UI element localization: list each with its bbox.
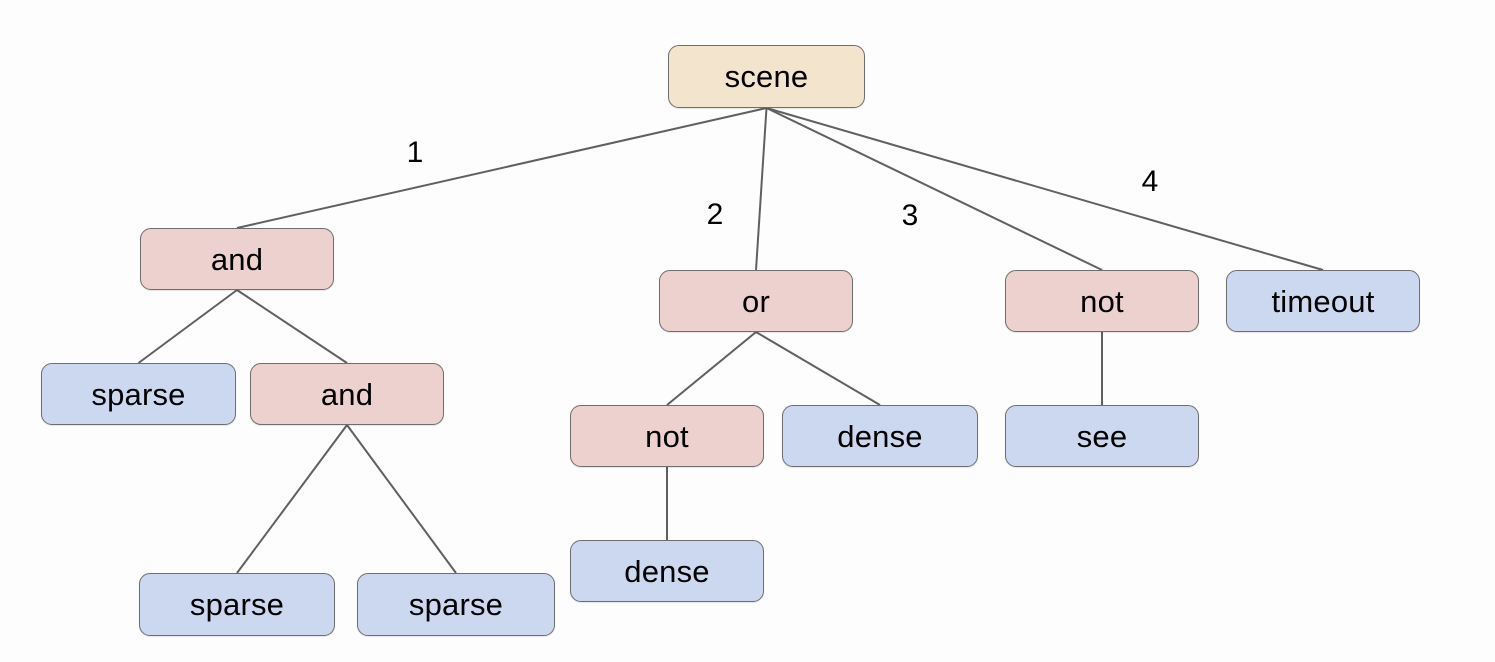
- tree-edge: [666, 331, 757, 406]
- tree-node-label: timeout: [1271, 283, 1375, 319]
- tree-node-and1[interactable]: and: [140, 228, 334, 290]
- tree-node-timeout1[interactable]: timeout: [1226, 270, 1420, 332]
- tree-edge: [236, 107, 767, 229]
- tree-node-label: and: [320, 376, 374, 412]
- tree-edge: [236, 289, 348, 364]
- edge-label: 2: [706, 198, 724, 231]
- tree-node-label: or: [742, 283, 770, 319]
- tree-node-label: not: [1080, 283, 1124, 319]
- tree-node-not2[interactable]: not: [570, 405, 764, 467]
- edge-label: 1: [406, 136, 424, 169]
- tree-edge: [236, 424, 348, 574]
- tree-node-and2[interactable]: and: [250, 363, 444, 425]
- tree-node-label: and: [210, 241, 264, 277]
- tree-edge: [766, 107, 1324, 271]
- tree-edge: [755, 107, 768, 271]
- tree-node-dense2[interactable]: dense: [570, 540, 764, 602]
- tree-node-sparse3[interactable]: sparse: [357, 573, 555, 636]
- tree-node-label: scene: [724, 59, 809, 94]
- tree-edge: [766, 107, 1103, 271]
- tree-node-scene[interactable]: scene: [668, 45, 865, 108]
- tree-node-dense1[interactable]: dense: [782, 405, 978, 467]
- tree-node-label: not: [645, 418, 689, 454]
- tree-node-not1[interactable]: not: [1005, 270, 1199, 332]
- tree-edge: [755, 331, 881, 406]
- tree-node-or1[interactable]: or: [659, 270, 853, 332]
- tree-node-label: dense: [624, 553, 710, 589]
- tree-edge: [346, 424, 457, 574]
- tree-node-see1[interactable]: see: [1005, 405, 1199, 467]
- tree-node-label: sparse: [189, 587, 285, 622]
- edge-label: 4: [1141, 165, 1159, 198]
- tree-node-label: see: [1076, 418, 1128, 454]
- tree-node-label: sparse: [408, 587, 504, 622]
- tree-edge: [137, 289, 238, 364]
- tree-node-label: dense: [837, 418, 923, 454]
- edge-label: 3: [901, 199, 919, 232]
- tree-node-sparse2[interactable]: sparse: [139, 573, 335, 636]
- tree-node-label: sparse: [91, 376, 186, 412]
- tree-node-sparse1[interactable]: sparse: [41, 363, 236, 425]
